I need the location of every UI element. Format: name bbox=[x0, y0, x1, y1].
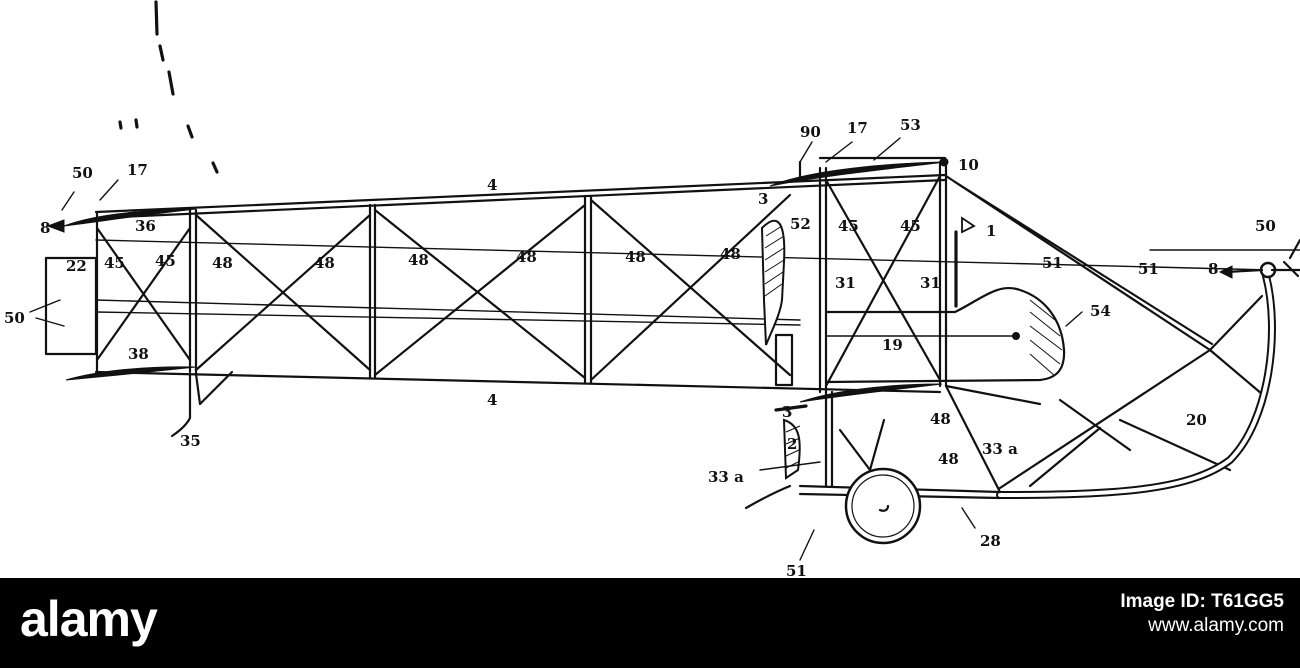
part-label: 19 bbox=[882, 336, 903, 354]
part-label: 48 bbox=[930, 410, 951, 428]
part-label: 48 bbox=[212, 254, 233, 272]
part-label: 51 bbox=[1042, 254, 1063, 272]
part-label: 48 bbox=[938, 450, 959, 468]
part-label: 45 bbox=[104, 254, 125, 272]
propeller-arc-dashes bbox=[118, 0, 219, 174]
part-label: 4 bbox=[487, 391, 497, 409]
lower-longeron bbox=[94, 370, 942, 394]
part-label: 45 bbox=[155, 252, 176, 270]
part-label: 45 bbox=[900, 217, 921, 235]
airplane-side-view-diagram: 5017836224545484848484848503835449017531… bbox=[4, 0, 1300, 578]
propeller-upper bbox=[760, 219, 786, 346]
part-label: 36 bbox=[135, 217, 156, 235]
part-label: 3 bbox=[782, 403, 792, 421]
part-label: 33 a bbox=[982, 440, 1018, 458]
part-label: 31 bbox=[920, 274, 941, 292]
part-label: 48 bbox=[408, 251, 429, 269]
part-label: 8 bbox=[1208, 260, 1218, 278]
image-id: Image ID: T61GG5 bbox=[1120, 591, 1284, 612]
part-label: 90 bbox=[800, 123, 821, 141]
part-label: 38 bbox=[128, 345, 149, 363]
site-url: www.alamy.com bbox=[1148, 615, 1284, 636]
brand-logo: alamy bbox=[20, 591, 158, 647]
part-label: 2 bbox=[787, 435, 797, 453]
upper-longeron bbox=[94, 173, 947, 214]
part-label: 33 a bbox=[708, 468, 744, 486]
front-skid bbox=[170, 372, 192, 438]
part-label: 31 bbox=[835, 274, 856, 292]
part-label: 54 bbox=[1090, 302, 1111, 320]
part-label: 3 bbox=[758, 190, 768, 208]
part-label: 51 bbox=[1138, 260, 1159, 278]
center-line bbox=[95, 239, 1271, 271]
part-label: 8 bbox=[40, 219, 50, 237]
part-label: 50 bbox=[1255, 217, 1276, 235]
part-label: 35 bbox=[180, 432, 201, 450]
main-lower-wing bbox=[799, 383, 943, 403]
watermark-footer: alamy Image ID: T61GG5 www.alamy.com bbox=[0, 578, 1300, 668]
image-id-block: Image ID: T61GG5 www.alamy.com bbox=[1120, 590, 1284, 638]
part-label: 4 bbox=[487, 176, 497, 194]
fuselage-bays bbox=[194, 193, 792, 385]
nacelle bbox=[824, 287, 1066, 384]
landing-wheel bbox=[844, 467, 922, 545]
part-label: 48 bbox=[516, 248, 537, 266]
part-label: 17 bbox=[847, 119, 868, 137]
part-label: 17 bbox=[127, 161, 148, 179]
part-label: 45 bbox=[838, 217, 859, 235]
part-label: 1 bbox=[986, 222, 996, 240]
part-label: 20 bbox=[1186, 411, 1207, 429]
part-label: 48 bbox=[314, 254, 335, 272]
part-label: 50 bbox=[4, 309, 25, 327]
part-label: 22 bbox=[66, 257, 87, 275]
part-label: 52 bbox=[790, 215, 811, 233]
part-label: 48 bbox=[625, 248, 646, 266]
part-label: 51 bbox=[786, 562, 807, 578]
part-label: 53 bbox=[900, 116, 921, 134]
part-label: 28 bbox=[980, 532, 1001, 550]
landing-gear-strut bbox=[824, 390, 834, 488]
part-label: 50 bbox=[72, 164, 93, 182]
part-label: 10 bbox=[958, 156, 979, 174]
part-label: 48 bbox=[720, 245, 741, 263]
